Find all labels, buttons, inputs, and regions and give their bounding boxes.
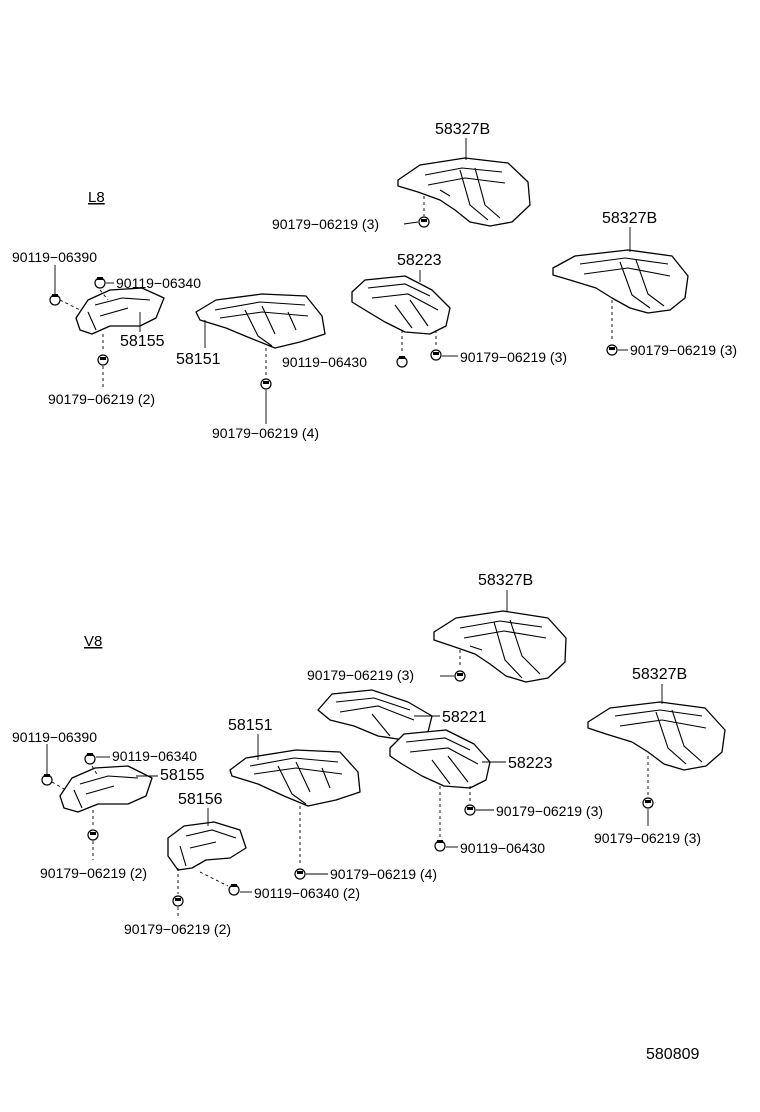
label-58327B-right: 58327B — [602, 210, 657, 227]
nut-icon — [418, 216, 430, 228]
bolt-icon — [434, 840, 446, 852]
nut-icon — [294, 868, 306, 880]
label-90179-06219-4-l8: 90179−06219 (4) — [212, 425, 319, 441]
label-90119-06340-v8: 90119−06340 — [112, 748, 197, 764]
label-90179-06219-3-mid: 90179−06219 (3) — [460, 349, 567, 365]
label-90179-06219-2-v8-a: 90179−06219 (2) — [40, 865, 147, 881]
label-58155-l8: 58155 — [120, 333, 165, 350]
label-58151-l8: 58151 — [176, 351, 221, 368]
nut-icon — [606, 344, 618, 356]
part-58327B-v8-upper[interactable] — [433, 610, 567, 683]
label-90179-06219-3-v8-mid: 90179−06219 (3) — [496, 803, 603, 819]
label-58223-v8: 58223 — [508, 755, 553, 772]
label-58156-v8: 58156 — [178, 791, 223, 808]
label-90119-06390-v8: 90119−06390 — [12, 729, 97, 745]
label-58327B-v8-right: 58327B — [632, 666, 687, 683]
part-58155-l8[interactable] — [75, 287, 165, 335]
bolt-icon — [49, 294, 61, 306]
nut-icon — [430, 349, 442, 361]
bolt-icon — [94, 277, 106, 289]
label-90179-06219-2-v8-b: 90179−06219 (2) — [124, 921, 231, 937]
diagram-id: 580809 — [646, 1046, 699, 1063]
label-90179-06219-3-v8-right: 90179−06219 (3) — [594, 830, 701, 846]
section-label-v8: V8 — [84, 633, 102, 650]
part-58223-v8[interactable] — [389, 729, 491, 789]
part-58151-v8[interactable] — [229, 749, 361, 807]
label-58327B-upper: 58327B — [435, 121, 490, 138]
label-90179-06219-3-upper: 90179−06219 (3) — [272, 216, 379, 232]
label-58155-v8: 58155 — [160, 767, 205, 784]
part-58327B-v8-right[interactable] — [587, 701, 726, 771]
bolt-icon — [228, 884, 240, 896]
bolt-icon — [396, 356, 408, 368]
nut-icon — [97, 354, 109, 366]
nut-icon — [642, 797, 654, 809]
bolt-icon — [84, 753, 96, 765]
label-90179-06219-2-l8: 90179−06219 (2) — [48, 391, 155, 407]
part-58151-l8[interactable] — [195, 293, 326, 349]
part-58327B-right[interactable] — [552, 249, 689, 314]
nut-icon — [464, 804, 476, 816]
label-58221-v8: 58221 — [442, 709, 487, 726]
part-58155-v8[interactable] — [59, 765, 153, 813]
label-90119-06340-l8: 90119−06340 — [116, 275, 201, 291]
section-label-l8: L8 — [88, 189, 105, 206]
label-90179-06219-4-v8: 90179−06219 (4) — [330, 866, 437, 882]
label-90179-06219-3-v8-upper: 90179−06219 (3) — [307, 667, 414, 683]
nut-icon — [260, 378, 272, 390]
nut-icon — [87, 829, 99, 841]
label-90179-06219-3-right: 90179−06219 (3) — [630, 342, 737, 358]
nut-icon — [172, 895, 184, 907]
label-90119-06390-l8: 90119−06390 — [12, 249, 97, 265]
label-58151-v8: 58151 — [228, 717, 273, 734]
label-90119-06430-v8: 90119−06430 — [460, 840, 545, 856]
label-90119-06340-2-v8: 90119−06340 (2) — [254, 885, 360, 901]
part-58327B-upper[interactable] — [397, 157, 531, 227]
label-90119-06430-l8: 90119−06430 — [282, 354, 367, 370]
label-58327B-v8-upper: 58327B — [478, 572, 533, 589]
label-58223-l8: 58223 — [397, 252, 442, 269]
nut-icon — [454, 670, 466, 682]
bolt-icon — [41, 774, 53, 786]
part-58223-l8[interactable] — [351, 275, 451, 335]
part-58156-v8[interactable] — [167, 821, 247, 871]
